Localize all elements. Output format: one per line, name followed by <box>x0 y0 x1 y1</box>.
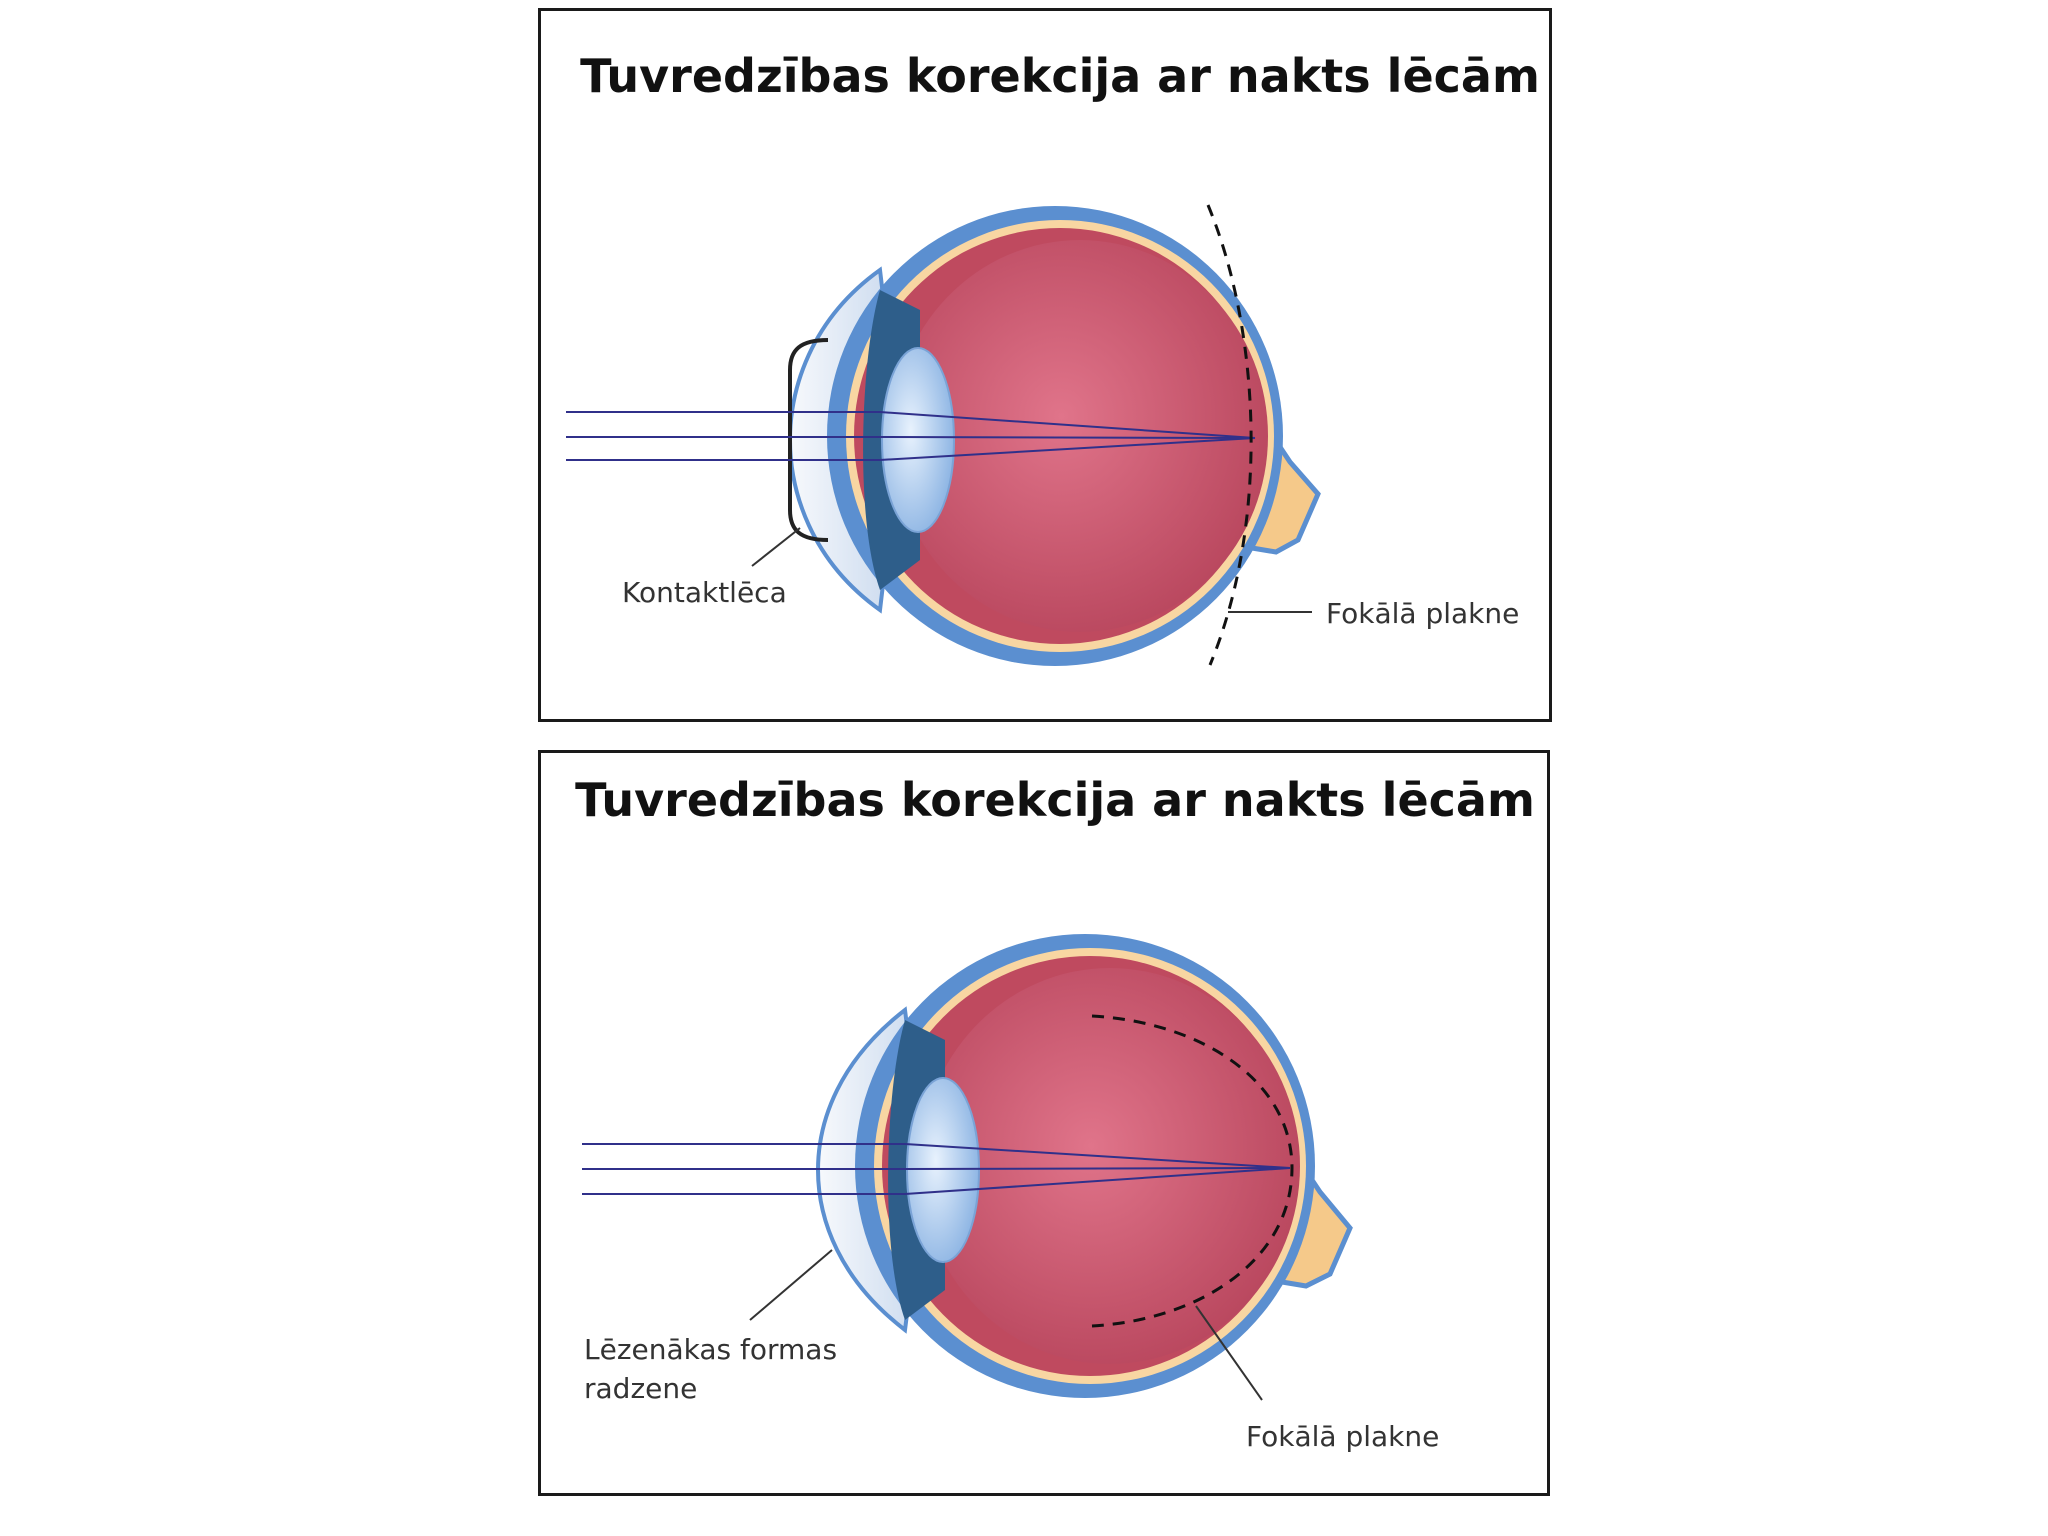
light-ray <box>879 411 1256 439</box>
eyeball-top <box>787 206 1321 666</box>
light-ray <box>904 1167 1291 1195</box>
leader-line <box>1195 1305 1263 1401</box>
focal-plane-line <box>1091 1014 1294 1328</box>
label-focal-plane: Fokālā plakne <box>1246 1420 1439 1453</box>
light-rays-top <box>566 411 1256 461</box>
focal-plane-line <box>1206 204 1253 666</box>
panel-title: Tuvredzības korekcija ar nakts lēcām <box>575 773 1535 827</box>
leader-line <box>749 1249 833 1321</box>
contact-lens <box>788 338 829 542</box>
label-flatter-cornea-line2: radzene <box>584 1372 697 1405</box>
vitreous-body <box>920 968 1300 1364</box>
panel-title: Tuvredzības korekcija ar nakts lēcām <box>580 49 1540 103</box>
light-rays-bottom <box>582 1143 1291 1195</box>
light-ray <box>879 436 1256 439</box>
label-contact-lens: Kontaktlēca <box>622 576 787 609</box>
leader-line <box>751 527 801 567</box>
light-ray <box>879 437 1256 461</box>
light-ray <box>904 1167 1291 1170</box>
eyeball-bottom <box>815 934 1353 1398</box>
crystalline-lens <box>906 1077 980 1263</box>
light-ray <box>904 1143 1291 1169</box>
label-flatter-cornea-line1: Lēzenākas formas <box>584 1333 837 1366</box>
label-focal-plane: Fokālā plakne <box>1326 597 1519 630</box>
crystalline-lens <box>881 347 955 533</box>
vitreous-body <box>892 240 1268 632</box>
